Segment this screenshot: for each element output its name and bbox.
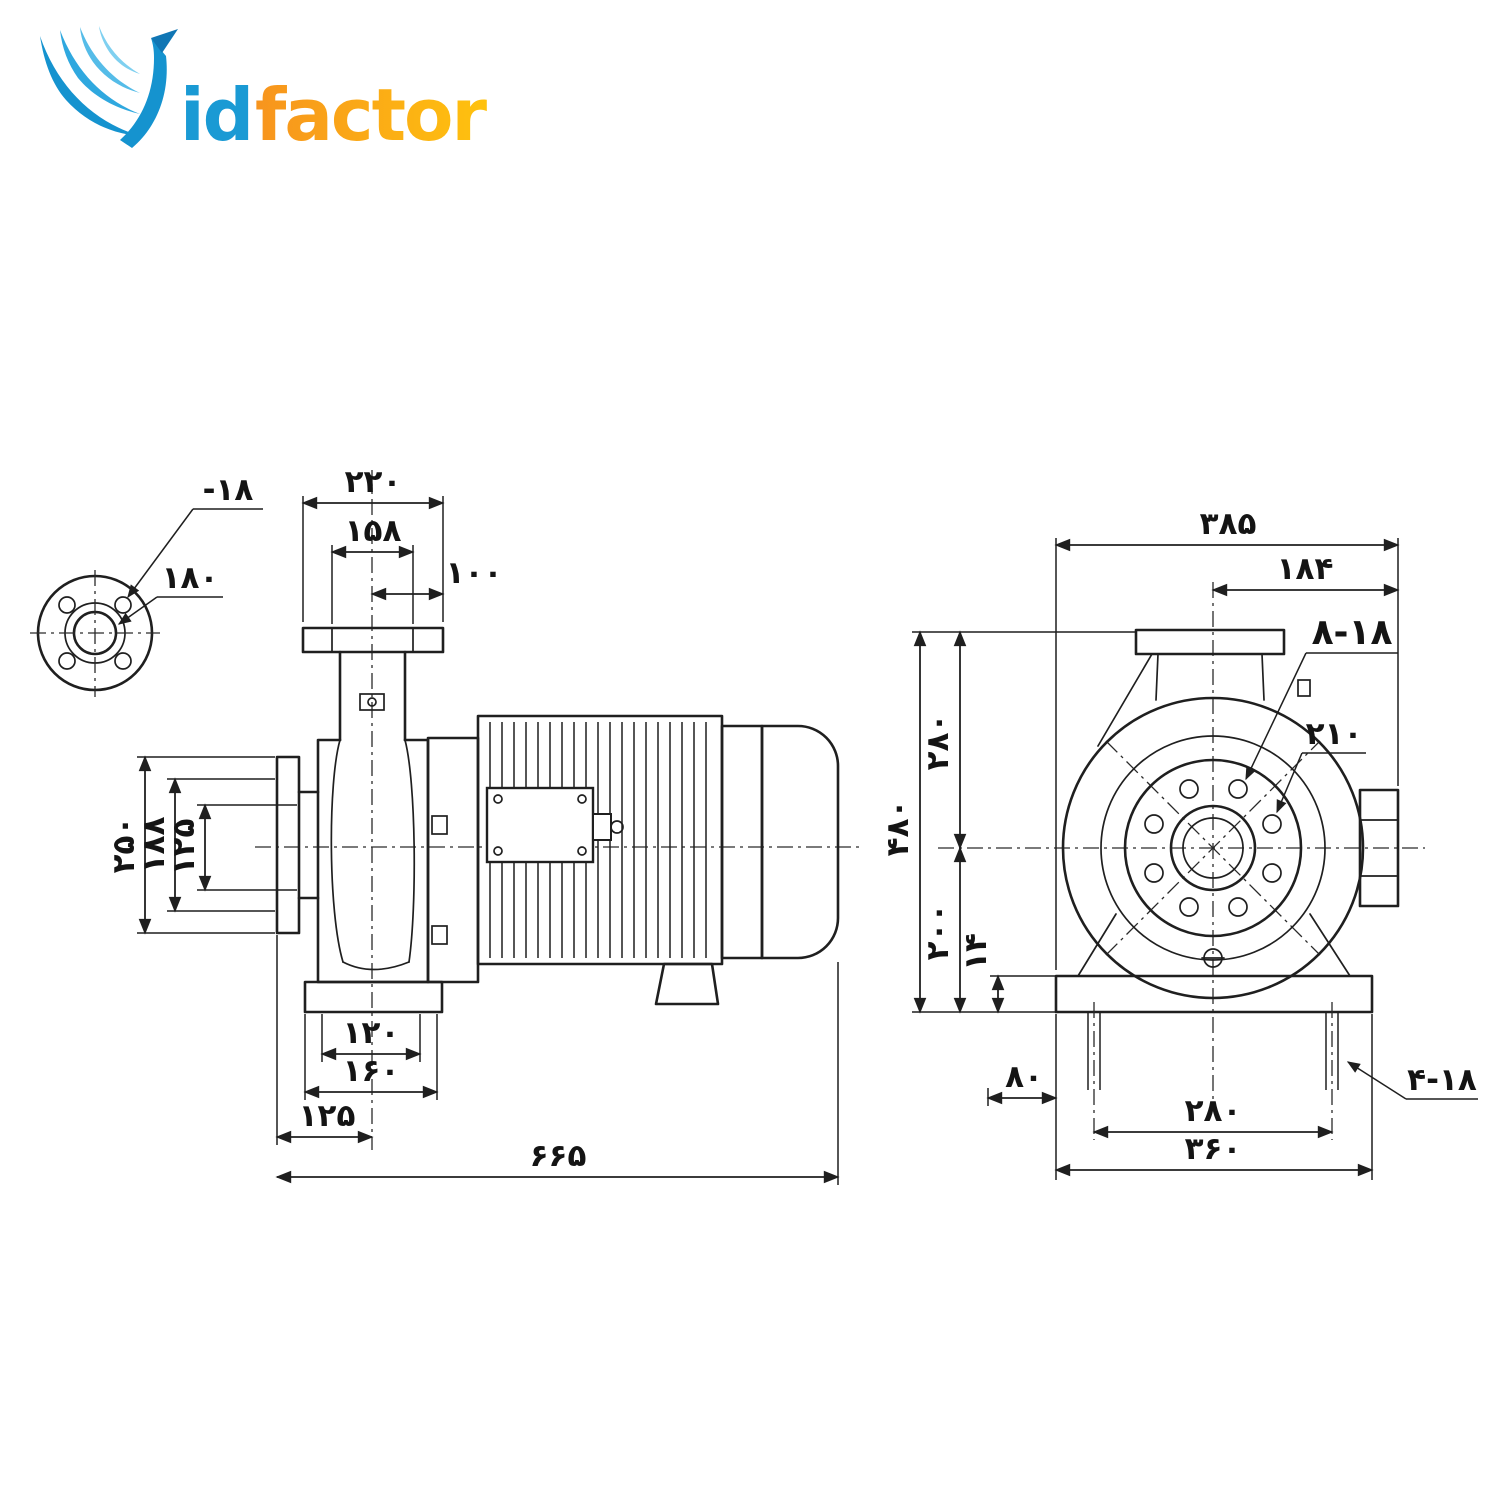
suction-flange-detail-view: -۱۸ ۱۸۰ [30,472,263,697]
bird-feather-3 [80,27,140,93]
flange-bolt-hole [1262,814,1282,834]
flange-bolt-hole [1144,863,1164,883]
flange-bolt-hole [58,596,76,614]
flange-bolt-hole [114,596,132,614]
foot-gusset [1077,913,1117,977]
leader-line-bolt-circle [1276,752,1303,814]
dim-label-axis-to-base: ۲۰۰ [920,904,956,961]
dim-label-foot-bolt-span: ۱۲۰ [343,1015,400,1051]
vent-plug [1297,679,1311,697]
terminal-box-screw [577,846,587,856]
motor-end-ring [720,724,764,960]
dim-label-foot-bolt-span: ۲۸۰ [1185,1093,1242,1129]
suction-pipe [301,626,445,742]
terminal-box-screw [493,846,503,856]
pump-side-view: ۲۲۰ ۱۵۸ ۱۰۰ ۲۵۰ ۱۸۸ ۱۲۵ [106,464,860,1185]
bird-feather-1 [40,36,140,136]
motor-end-cap [760,724,840,960]
bracket-bolt [431,815,448,835]
casing-bottom-curve [342,961,410,971]
front-diagonal-centerline [1105,740,1321,956]
suction-flange-plate [301,626,445,654]
dim-label-edge-offset: ۸۰ [1005,1059,1043,1095]
pump-front-view: ۳۸۵ ۱۸۴ ۸-۱۸ ۲۱۰ ۴۸۰ ۲۸۰ ۲۰۰ ۱۴ [880,506,1478,1180]
terminal-box [485,786,595,864]
flange-bolt-hole [1179,897,1199,917]
front-casing [1054,628,1400,1140]
terminal-box-screw [493,794,503,804]
casing-inner-curve-left [330,739,344,963]
flange-bolt-hole [1228,779,1248,799]
bearing-block [1358,788,1400,908]
dim-label-flange-bolt-circle: ۱۸۸ [136,817,172,874]
discharge-neck-right [1261,653,1265,701]
dim-label-flange-to-axis: ۱۲۵ [299,1098,356,1134]
dim-label-flange-bore: ۱۲۵ [166,819,202,876]
leader-line-bolt-circle [117,596,158,625]
leader-line-foot-holes [1346,1061,1407,1100]
bird-beak [151,29,178,53]
dim-label-flange-od: ۲۵۰ [106,817,142,874]
pump-foot-base [303,980,444,1014]
dim-label-top-flange-width: ۲۲۰ [345,464,402,500]
cable-gland-nut [610,820,624,834]
leader-line-flange-holes [1245,652,1307,781]
logo-text-factor: factor [255,73,487,157]
motor-foot [654,962,720,1006]
dim-label-foot-width: ۱۶۰ [343,1053,400,1089]
dimensions-front-view: ۳۸۵ ۱۸۴ ۸-۱۸ ۲۱۰ ۴۸۰ ۲۸۰ ۲۰۰ ۱۴ [880,506,1478,1180]
suction-bore-circle [1169,804,1257,892]
terminal-box-screw [577,794,587,804]
casing-outer-circle [1061,696,1365,1000]
dim-label-center-to-right: ۱۸۴ [1277,551,1334,587]
dim-label-foot-holes: ۴-۱۸ [1407,1062,1477,1098]
bird-feather-4 [99,26,140,74]
foot-gusset [1309,913,1351,977]
dim-label-overall-height: ۴۸۰ [880,800,916,857]
dim-label-flange-bolt-circle: ۱۸۰ [162,560,219,596]
logo-text-id: id [180,73,252,157]
bird-body [120,38,167,148]
flange-bolt-hole [1179,779,1199,799]
flange-bolt-hole [58,652,76,670]
shaft-circle [1182,817,1244,879]
pipe-plug-fitting [359,693,385,711]
dim-label-overall-length: ۶۶۵ [530,1138,587,1174]
dim-label-base-width: ۳۶۰ [1185,1131,1242,1167]
dim-label-flange-holes: ۸-۱۸ [1312,612,1393,653]
casing-face-circle [1100,735,1326,961]
cable-gland [592,813,612,841]
casing-gusset-line [1097,653,1153,747]
discharge-flange-top [1134,628,1286,656]
vidfactor-logo: id factor [40,26,489,157]
dimensions-side-view: ۲۲۰ ۱۵۸ ۱۰۰ ۲۵۰ ۱۸۸ ۱۲۵ [106,464,840,1185]
discharge-neck-left [1155,653,1159,701]
dim-label-flange-hole: -۱۸ [203,472,254,508]
leader-line-hole [127,508,194,599]
suction-flange-circle [1123,758,1303,938]
logo-bird-icon [40,26,178,148]
bracket-bolt [431,925,448,945]
dim-label-axis-to-top: ۲۸۰ [920,714,956,771]
dim-label-suction-offset: ۱۰۰ [446,555,503,591]
dim-label-neck-width: ۱۵۸ [345,513,402,549]
motor [426,714,840,1006]
base-plate [1054,974,1374,1014]
volute-casing [275,738,444,1014]
motor-bracket [426,736,480,984]
dim-label-base-thickness: ۱۴ [958,933,994,971]
flange-bolt-hole [1228,897,1248,917]
flange-bolt-hole [1262,863,1282,883]
bird-feather-2 [60,30,140,114]
discharge-flange-plate [275,755,301,935]
flange-bolt-hole [114,652,132,670]
dim-label-bolt-circle: ۲۱۰ [1306,716,1363,752]
flange-bolt-hole [1144,814,1164,834]
dim-label-overall-width: ۳۸۵ [1200,506,1257,542]
pipe-plug-hole [367,697,377,707]
casing-inner-curve-right [404,739,416,963]
